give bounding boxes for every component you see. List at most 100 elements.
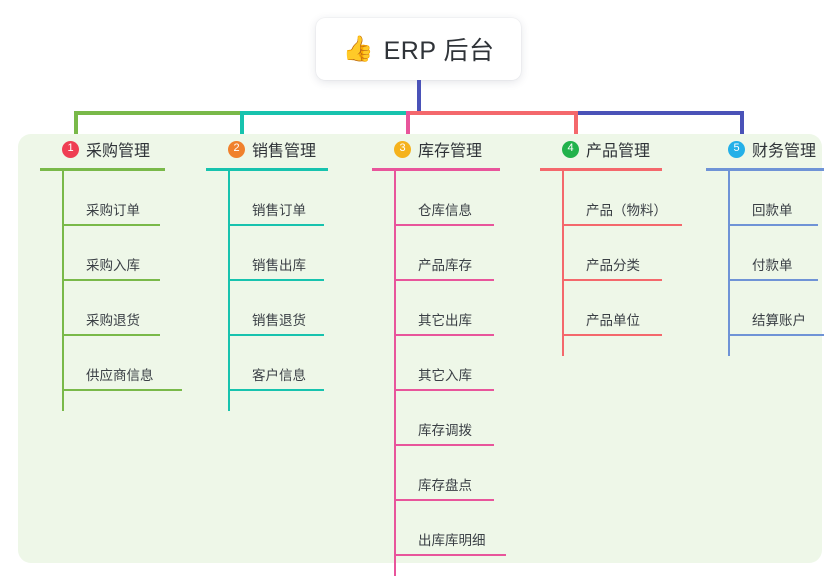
leaf-item[interactable]: 产品（物料） xyxy=(562,171,706,226)
branch-number-badge: 5 xyxy=(728,140,745,158)
branch-header-rule xyxy=(540,168,662,171)
branch-header-5[interactable]: 5 财务管理 xyxy=(706,134,839,164)
branch-spine xyxy=(228,171,230,411)
leaf-item-rule xyxy=(228,389,324,391)
branch-title: 产品管理 xyxy=(586,143,651,160)
leaf-item[interactable]: 采购订单 xyxy=(62,171,203,226)
leaf-item-label: 付款单 xyxy=(752,258,793,273)
branch-items: 采购订单 采购入库 采购退货 供应商信息 xyxy=(40,171,203,411)
leaf-item-label: 供应商信息 xyxy=(86,368,154,383)
branch-drop-connector xyxy=(406,111,410,151)
branch-title: 库存管理 xyxy=(418,143,483,160)
leaf-item[interactable]: 客户信息 xyxy=(228,336,372,391)
leaf-item[interactable]: 产品分类 xyxy=(562,226,706,281)
leaf-item[interactable]: 其它出库 xyxy=(394,281,540,336)
branch-header-rule xyxy=(372,168,500,171)
leaf-item[interactable]: 销售退货 xyxy=(228,281,372,336)
leaf-item[interactable]: 销售订单 xyxy=(228,171,372,226)
leaf-item-rule xyxy=(62,224,160,226)
leaf-item-label: 产品库存 xyxy=(418,258,472,273)
leaf-item-label: 产品单位 xyxy=(586,313,640,328)
thumbs-up-icon: 👍 xyxy=(342,34,374,63)
leaf-item-label: 采购订单 xyxy=(86,203,140,218)
leaf-item[interactable]: 库存盘点 xyxy=(394,446,540,501)
leaf-item-rule xyxy=(728,279,818,281)
leaf-item-label: 销售退货 xyxy=(252,313,306,328)
branch-title: 财务管理 xyxy=(752,143,817,160)
leaf-item[interactable]: 回款单 xyxy=(728,171,839,226)
leaf-item[interactable]: 库存调拨 xyxy=(394,391,540,446)
leaf-item-rule xyxy=(394,554,506,556)
branch-column-3: 3 库存管理 仓库信息 产品库存 其它出库 其它入库 库存调拨 库存盘点 出库库… xyxy=(372,134,540,576)
leaf-item-label: 产品分类 xyxy=(586,258,640,273)
leaf-item[interactable]: 供应商信息 xyxy=(62,336,203,391)
leaf-item-rule xyxy=(62,334,160,336)
leaf-item-rule xyxy=(728,224,818,226)
leaf-item-rule xyxy=(394,389,494,391)
branch-column-2: 2 销售管理 销售订单 销售出库 销售退货 客户信息 xyxy=(206,134,372,411)
branch-spine xyxy=(394,171,396,576)
branch-header-3[interactable]: 3 库存管理 xyxy=(372,134,540,164)
branch-header-4[interactable]: 4 产品管理 xyxy=(540,134,706,164)
leaf-item-rule xyxy=(728,334,824,336)
branch-number-badge: 2 xyxy=(228,140,245,158)
root-stem-connector xyxy=(417,80,421,112)
leaf-item[interactable]: 结算账户 xyxy=(728,281,839,336)
leaf-item[interactable]: 产品库存 xyxy=(394,226,540,281)
branch-items: 回款单 付款单 结算账户 xyxy=(706,171,839,356)
branch-column-5: 5 财务管理 回款单 付款单 结算账户 xyxy=(706,134,839,356)
leaf-item-rule xyxy=(394,444,494,446)
branch-spine xyxy=(62,171,64,411)
branches-panel: 1 采购管理 采购订单 采购入库 采购退货 供应商信息 2 销售管理 销售订单 … xyxy=(18,134,824,576)
leaf-item-rule xyxy=(394,334,494,336)
branch-number-badge: 4 xyxy=(562,140,579,158)
leaf-item-label: 采购入库 xyxy=(86,258,140,273)
leaf-item-label: 客户信息 xyxy=(252,368,306,383)
leaf-item-label: 采购退货 xyxy=(86,313,140,328)
leaf-item[interactable]: 仓库信息 xyxy=(394,171,540,226)
leaf-item-rule xyxy=(228,279,324,281)
root-node-erp-backend[interactable]: 👍 ERP 后台 xyxy=(316,18,521,80)
leaf-item-label: 回款单 xyxy=(752,203,793,218)
branch-drop-connector xyxy=(574,111,578,147)
leaf-item-label: 销售出库 xyxy=(252,258,306,273)
leaf-item-rule xyxy=(394,224,494,226)
branch-items: 仓库信息 产品库存 其它出库 其它入库 库存调拨 库存盘点 出库库明细 xyxy=(372,171,540,576)
branch-title: 采购管理 xyxy=(86,143,151,160)
leaf-item[interactable]: 其它入库 xyxy=(394,336,540,391)
branch-column-4: 4 产品管理 产品（物料） 产品分类 产品单位 xyxy=(540,134,706,356)
leaf-item-rule xyxy=(62,389,182,391)
branch-header-rule xyxy=(206,168,328,171)
leaf-item[interactable]: 付款单 xyxy=(728,226,839,281)
branch-header-1[interactable]: 1 采购管理 xyxy=(40,134,203,164)
leaf-item-rule xyxy=(62,279,160,281)
leaf-item[interactable]: 销售出库 xyxy=(228,226,372,281)
leaf-item-rule xyxy=(562,334,662,336)
branch-spine xyxy=(728,171,730,356)
branch-header-2[interactable]: 2 销售管理 xyxy=(206,134,372,164)
leaf-item[interactable]: 采购退货 xyxy=(62,281,203,336)
leaf-item[interactable]: 采购入库 xyxy=(62,226,203,281)
branch-number-badge: 3 xyxy=(394,140,411,158)
branch-drop-connector xyxy=(74,111,78,147)
branch-drop-connector xyxy=(240,111,244,147)
branch-header-rule xyxy=(40,168,165,171)
leaf-item-label: 库存盘点 xyxy=(418,478,472,493)
leaf-item-rule xyxy=(562,224,682,226)
branch-items: 产品（物料） 产品分类 产品单位 xyxy=(540,171,706,356)
branch-drop-connector xyxy=(740,111,744,147)
leaf-item-label: 仓库信息 xyxy=(418,203,472,218)
leaf-item-label: 其它出库 xyxy=(418,313,472,328)
branch-header-rule xyxy=(706,168,824,171)
leaf-item-label: 产品（物料） xyxy=(586,203,667,218)
leaf-item[interactable]: 产品单位 xyxy=(562,281,706,336)
leaf-item[interactable]: 出库库明细 xyxy=(394,501,540,556)
leaf-item-label: 结算账户 xyxy=(752,313,806,328)
leaf-item-label: 销售订单 xyxy=(252,203,306,218)
leaf-item-rule xyxy=(228,334,324,336)
branch-column-1: 1 采购管理 采购订单 采购入库 采购退货 供应商信息 xyxy=(40,134,203,411)
leaf-item-rule xyxy=(394,279,494,281)
leaf-item-label: 其它入库 xyxy=(418,368,472,383)
bus-segment xyxy=(406,111,578,115)
